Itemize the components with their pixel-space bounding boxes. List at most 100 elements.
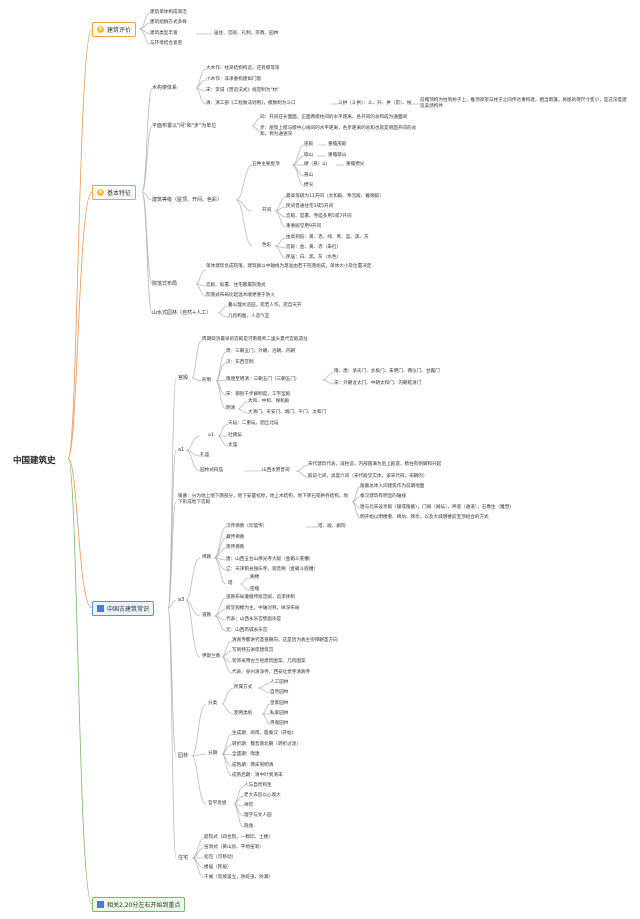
garden-philo-label[interactable]: 哲学思想 [208,801,227,806]
palace-ming-label[interactable]: 明清 [226,406,236,411]
palace-intro[interactable]: 周期取消最早的宫殿是河南偃师二里头夏代宫殿遗址 [202,337,308,342]
garden-use-item[interactable]: 寺观园林 [270,721,289,726]
garden-use-item[interactable]: 皇家园林 [270,701,289,706]
roof-sub[interactable]: 重檐歇山 [328,153,347,158]
islam-item[interactable]: 装饰采用古兰经建筑图案、几何图案 [232,659,306,664]
buddhism-label[interactable]: 佛教 [202,555,212,560]
taoism-item[interactable]: 代表：山西永乐宫壁画乐官 [226,617,282,622]
roof-sub[interactable]: 重檐庑殿 [328,142,347,147]
wood-item[interactable]: 大木作：柱梁结构构造，还有檩等等 [206,66,280,71]
house-item[interactable]: 庭院式（四合院，一颗印、土楼） [204,835,273,840]
alpha-item[interactable]: 天坛：二重坛，圜丘北坛 [228,421,279,426]
wood-item[interactable]: 小木作：非承重构建如门窗 [206,77,262,82]
alpha-item[interactable]: 社稷坛 [228,433,242,438]
buddhism-item[interactable]: 藏传佛教 [226,535,245,540]
eval-item[interactable]: 与环境结合紧密 [150,41,183,46]
palace-song[interactable]: 宋：御街千步廊制度，工字型殿 [226,392,291,397]
bay-label[interactable]: 开间 [262,208,272,213]
garden-period-item[interactable]: 成熟后期：清中叶到清末 [232,773,283,778]
eval-types[interactable]: 居住、宫殿、礼制、宗教、园林 [214,31,279,36]
garden-style-label[interactable]: 山水式园林（自然+人工） [152,310,212,316]
branch-common[interactable]: 中国古建筑常识 [92,601,155,616]
grade-label[interactable]: 建筑等级（屋顶、开间、色彩） [152,197,223,203]
house-item[interactable]: 干阑（双坡竖立，防蛇虫，防潮） [204,875,273,880]
roof-item[interactable]: 歇山 [304,153,314,158]
wood-item[interactable]: 清：清工部《工程做法则例》，模数制为斗口 [206,101,296,106]
taoism-item[interactable]: 道教布局遵循传统宫殿，追求体制 [226,595,295,600]
bay-item[interactable]: 宫殿、官署、寺庙多用5或7开间 [286,214,352,219]
dougong-note[interactable]: 前檐顶构为柱到枋子上，推顶梁架与柱子之间传达重构建，相当雨篷，将屋的荷尺寸变小，… [420,98,627,109]
buddhist-item[interactable]: 殿前七间，高度六间（宋代殿堂实体，该宋代祠，宋朝的） [308,474,428,479]
taoism-label[interactable]: 道教 [202,613,212,618]
islam-item[interactable]: 清真寺都讲究圣龛朝向，这是因为真主崇拜朝圣方向 [232,638,338,643]
garden-period-item[interactable]: 转折期：魏晋南北朝（转折过渡） [232,742,301,747]
roof-label[interactable]: 五种主要屋顶 [252,162,280,167]
buddhism-item[interactable]: 汉传佛教（印度传） [226,524,268,529]
buddhism-item[interactable]: 南传佛教 [226,545,245,550]
group-label[interactable]: 院落式布局 [152,281,178,287]
eval-item[interactable]: 建筑单体构成简洁 [150,10,187,15]
palace-sui-sub[interactable]: 宋：外朝含太门、中朝太和门、内朝乾清门 [334,381,422,386]
islam-label[interactable]: 伊斯兰教 [202,654,221,659]
garden-philo-item[interactable]: 老大去追以心观大 [244,793,281,798]
roof-sub[interactable]: 重檐攒尖 [346,162,365,167]
tomb-item[interactable]: 秦汉建筑有明显的轴线 [360,494,406,499]
alpha-item[interactable]: 太庙 [228,443,238,448]
branch-eval[interactable]: ★ 建筑评价 [92,22,137,37]
tomb-item[interactable]: 明开始以明楼重、碑坊、牌亭，以及大城明楼前宝顶组合的方式 [360,515,489,520]
alpha-temple[interactable]: 孔庙 [200,453,210,458]
color-label[interactable]: 色彩 [262,243,272,248]
garden-kind-label[interactable]: 所属方式 [234,685,253,690]
garden-period-label[interactable]: 分期 [208,751,218,756]
palace-item[interactable]: 汉：东西宫制 [226,360,254,365]
garden-style-item[interactable]: 叠山理水造园，宛若人作，宛自天开 [228,303,302,308]
bay-item[interactable]: 最高等级为11开间（太和殿、奉元殿、羲德殿） [286,194,384,199]
tower-label[interactable]: 塔 [228,581,233,586]
garden-kind-item[interactable]: 人工园林 [270,680,289,685]
buddhist-item[interactable]: 宋代建筑代表，减柱造，内部圆满为后上殿遗，楷柱有侧脚和升起 [308,462,442,467]
garden-period-item[interactable]: 全盛期：隋唐 [232,752,260,757]
tower-item[interactable]: 密檐 [250,587,260,592]
group-item[interactable]: 院落式布局比起温木顺更便于防火 [206,293,275,298]
palace-ming-item[interactable]: 太和、中和、保和殿 [248,399,290,404]
roof-item[interactable]: 悬山 [304,173,314,178]
color-item[interactable]: 民居：白、黑、灰（水色） [286,255,342,260]
roof-item[interactable]: 庑殿 [304,142,314,147]
color-item[interactable]: 由高到低：黄、赤、绿、青、蓝、黑、灰 [286,235,369,240]
religion-label[interactable]: a3 [178,597,185,603]
branch-basic[interactable]: ★ 基本特征 [92,185,137,200]
bay-item[interactable]: 民间普通住宅3或5开间 [286,204,334,209]
taoism-item[interactable]: 元：山西芮城永乐宫 [226,628,268,633]
islam-item[interactable]: 写到特石讲席建筑宫 [232,648,274,653]
tomb-text[interactable]: 陵墓：分为地上地下两部分，地下安置棺椁，地上木结构，地下砖石或拱券结构，地下形成… [178,494,348,505]
garden-class-label[interactable]: 分类 [208,701,218,706]
palace-sui[interactable]: 隋唐至明清：三朝五门（三朝五门） [226,377,300,382]
tower-item[interactable]: 阁楼 [250,575,260,580]
house-label[interactable]: 住宅 [178,855,189,861]
buddhism-item[interactable]: 辽：天津蓟县独乐寺，观音阁（金箱斗底槽） [226,567,318,572]
taoism-item[interactable]: 殿堂规模为主，中轴对称，纵深布局 [226,606,300,611]
palace-item[interactable]: 周：三朝五门，外朝、治朝、内朝 [226,349,295,354]
wood-label[interactable]: 木构架体系 [152,85,178,91]
palace-ming-item[interactable]: 大清门、天安门、端门、午门、太和门 [248,410,327,415]
root-topic[interactable]: 中国建筑史 [13,456,56,466]
garden-style-item[interactable]: 几何构图，人造气宜 [228,314,270,319]
garden-use-label[interactable]: 使用类别 [234,711,253,716]
bay-item[interactable]: 重要殿堂用9开间 [286,224,322,229]
eval-item[interactable]: 建筑组群方式多样 [150,20,187,25]
roof-item[interactable]: 硬（悬）山 [304,162,327,167]
palace-sui-sub[interactable]: 隋、唐：承天门、太极门、朱明门、两仪门、甘露门 [334,369,440,374]
garden-philo-item[interactable]: 理学与文人园 [244,813,272,818]
group-item[interactable]: 单体建筑负成院落，建筑群以中轴线为基准由若干院落组成，单体大小及位置决定 [206,264,372,269]
house-item[interactable]: 窑洞式（黄山房、平地窑洞） [204,845,264,850]
islam-item[interactable]: 代表：泉州清净寺，西安化觉寺清真寺 [232,670,311,675]
plan-item[interactable]: 步：屋架上檩与檩中心线间的水平距离，各步距离的总和也就是侧面开间的总和，称为通进… [260,126,417,137]
garden-label[interactable]: 园林 [178,753,189,759]
garden-period-item[interactable]: 生成期：商周，殷秦汉（开始） [232,731,297,736]
house-item[interactable]: 楼居（民居） [204,865,232,870]
roof-item[interactable]: 攒尖 [304,183,314,188]
garden-philo-item[interactable]: 禅宗 [244,803,254,808]
garden-use-item[interactable]: 私家园林 [270,711,289,716]
buddhist-site[interactable]: 山西太原晋祠 [262,468,290,473]
buddhism-item[interactable]: 唐：山西五台山佛光寺大殿（金箱斗底槽） [226,557,314,562]
